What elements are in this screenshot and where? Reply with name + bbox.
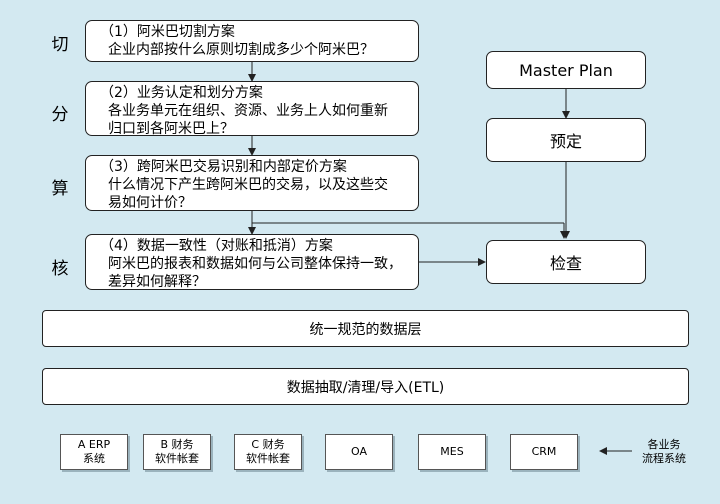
system-c-line-1: C 财务 <box>251 438 285 451</box>
system-crm-label: CRM <box>531 445 557 458</box>
step-2-title: （2）业务认定和划分方案 <box>100 85 263 101</box>
system-box-a-erp: A ERP 系统 <box>60 434 128 470</box>
step-box-1: （1）阿米巴切割方案 企业内部按什么原则切割成多少个阿米巴？ <box>85 20 419 62</box>
step-1-title: （1）阿米巴切割方案 <box>100 24 235 40</box>
schedule-box: 预定 <box>486 118 646 162</box>
step-3-line-2: 易如何计价？ <box>108 195 192 211</box>
step-3-title: （3）跨阿米巴交易识别和内部定价方案 <box>100 159 347 175</box>
system-oa-label: OA <box>351 445 367 458</box>
system-b-line-2: 软件帐套 <box>155 452 199 465</box>
step-2-line-1: 各业务单元在组织、资源、业务上人如何重新 <box>108 103 388 119</box>
master-plan-box: Master Plan <box>486 51 646 89</box>
step-3-line-1: 什么情况下产生跨阿米巴的交易，以及这些交 <box>108 177 388 193</box>
system-a-line-1: A ERP <box>77 438 111 451</box>
check-box: 检查 <box>486 240 646 284</box>
step-box-2: （2）业务认定和划分方案 各业务单元在组织、资源、业务上人如何重新 归口到各阿米… <box>85 81 419 136</box>
systems-note-line-1: 各业务 <box>647 438 681 451</box>
step-4-line-2: 差异如何解释？ <box>108 274 206 290</box>
side-label-calc: 算 <box>51 179 69 199</box>
systems-note-line-2: 流程系统 <box>642 452 686 465</box>
system-box-mes: MES <box>418 434 486 470</box>
system-c-line-2: 软件帐套 <box>246 452 290 465</box>
step-box-4: （4）数据一致性（对账和抵消）方案 阿米巴的报表和数据如何与公司整体保持一致， … <box>85 234 419 290</box>
step-box-3: （3）跨阿米巴交易识别和内部定价方案 什么情况下产生跨阿米巴的交易，以及这些交 … <box>85 155 419 211</box>
step-4-title: （4）数据一致性（对账和抵消）方案 <box>100 238 333 254</box>
system-mes-label: MES <box>440 445 464 458</box>
system-b-line-1: B 财务 <box>160 438 194 451</box>
etl-layer-bar: 数据抽取/清理/导入(ETL) <box>42 368 689 405</box>
system-box-oa: OA <box>325 434 393 470</box>
step-2-line-2: 归口到各阿米巴上？ <box>108 121 234 136</box>
system-box-crm: CRM <box>510 434 578 470</box>
step-1-line-1: 企业内部按什么原则切割成多少个阿米巴？ <box>108 42 374 58</box>
data-layer-bar: 统一规范的数据层 <box>42 310 689 347</box>
side-label-check: 核 <box>51 259 69 279</box>
system-box-c-finance: C 财务 软件帐套 <box>234 434 302 470</box>
side-label-cut: 切 <box>51 35 69 55</box>
system-box-b-finance: B 财务 软件帐套 <box>143 434 211 470</box>
systems-note: 各业务 流程系统 <box>634 438 694 466</box>
side-label-divide: 分 <box>51 105 69 125</box>
system-a-line-2: 系统 <box>83 452 105 465</box>
step-4-line-1: 阿米巴的报表和数据如何与公司整体保持一致， <box>108 256 402 272</box>
